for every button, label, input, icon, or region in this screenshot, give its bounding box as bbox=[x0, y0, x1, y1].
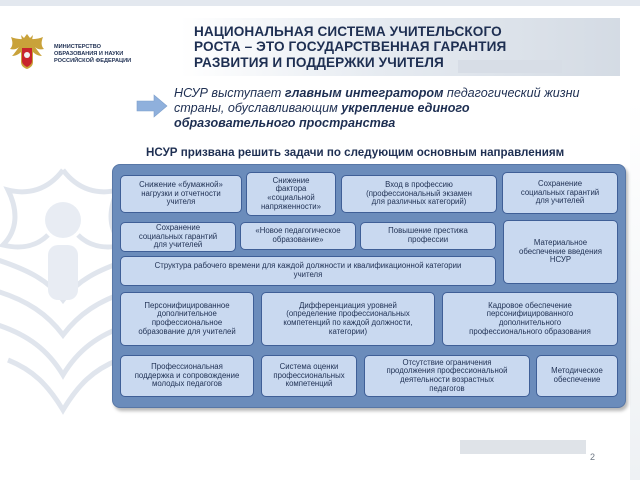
direction-label: «Новое педагогическое образование» bbox=[255, 226, 341, 244]
direction-label: Персонифицированное дополнительное профе… bbox=[138, 300, 236, 336]
direction-label: Снижение «бумажной» нагрузки и отчетност… bbox=[139, 179, 223, 207]
direction-label: Сохранение социальных гарантий для учите… bbox=[138, 222, 218, 250]
direction-label: Методическое обеспечение bbox=[551, 366, 603, 384]
directions-heading: НСУР призвана решить задачи по следующим… bbox=[146, 146, 565, 159]
page-number: 2 bbox=[590, 452, 596, 462]
direction-box: Повышение престижа профессии bbox=[360, 222, 496, 250]
direction-box: Персонифицированное дополнительное профе… bbox=[120, 292, 254, 346]
eagle-watermark-icon bbox=[0, 168, 134, 415]
lead-text: НСУР выступает bbox=[174, 86, 285, 100]
lead-emphasis: образовательного пространства bbox=[174, 115, 396, 130]
lead-line-2: страны, обуславливающим укрепление едино… bbox=[174, 101, 624, 116]
direction-box: «Новое педагогическое образование» bbox=[240, 222, 356, 250]
direction-box: Кадровое обеспечение персонифицированног… bbox=[442, 292, 618, 346]
right-arrow-icon bbox=[136, 94, 168, 118]
direction-label: Вход в профессию (профессиональный экзам… bbox=[366, 179, 472, 207]
direction-label: Кадровое обеспечение персонифицированног… bbox=[469, 300, 591, 336]
ministry-line-2: ОБРАЗОВАНИЯ И НАУКИ bbox=[54, 50, 124, 57]
direction-box: Система оценки профессиональных компетен… bbox=[261, 355, 357, 397]
direction-label: Профессиональная поддержка и сопровожден… bbox=[134, 361, 240, 389]
lead-line-3: образовательного пространства bbox=[174, 116, 624, 131]
direction-label: Повышение престижа профессии bbox=[388, 226, 468, 244]
direction-box: Снижение фактора «социальной напряженнос… bbox=[246, 172, 336, 216]
direction-label: Дифференциация уровней (определение проф… bbox=[283, 300, 413, 336]
direction-box: Сохранение социальных гарантий для учите… bbox=[502, 172, 618, 214]
direction-box: Структура рабочего времени для каждой до… bbox=[120, 256, 496, 286]
title-line-1: НАЦИОНАЛЬНАЯ СИСТЕМА УЧИТЕЛЬСКОГО bbox=[194, 24, 502, 39]
lead-statement: НСУР выступает главным интегратором педа… bbox=[174, 86, 624, 131]
ministry-line-3: РОССИЙСКОЙ ФЕДЕРАЦИИ bbox=[54, 57, 132, 64]
footer-band bbox=[460, 440, 586, 454]
slide-top-band bbox=[0, 0, 640, 6]
direction-box: Сохранение социальных гарантий для учите… bbox=[120, 222, 236, 252]
lead-emphasis: главным интегратором bbox=[284, 86, 444, 100]
direction-label: Отсутствие ограничения продолжения профе… bbox=[386, 357, 508, 393]
direction-box: Методическое обеспечение bbox=[536, 355, 618, 397]
direction-box: Вход в профессию (профессиональный экзам… bbox=[341, 175, 497, 213]
ministry-line-1: МИНИСТЕРСТВО bbox=[54, 44, 101, 50]
direction-label: Система оценки профессиональных компетен… bbox=[273, 361, 345, 389]
lead-emphasis: укрепление единого bbox=[341, 100, 470, 115]
ministry-name: МИНИСТЕРСТВО ОБРАЗОВАНИЯ И НАУКИ РОССИЙС… bbox=[54, 44, 158, 65]
lead-text: страны, обуславливающим bbox=[174, 100, 342, 115]
direction-label: Структура рабочего времени для каждой до… bbox=[154, 261, 462, 279]
title-line-2: РОСТА – ЭТО ГОСУДАРСТВЕННАЯ ГАРАНТИЯ bbox=[194, 39, 507, 55]
direction-label: Снижение фактора «социальной напряженнос… bbox=[261, 175, 321, 211]
slide-title: НАЦИОНАЛЬНАЯ СИСТЕМА УЧИТЕЛЬСКОГО РОСТА … bbox=[194, 24, 614, 70]
direction-label: Материальное обеспечение введения НСУР bbox=[519, 237, 602, 265]
ministry-logo: МИНИСТЕРСТВО ОБРАЗОВАНИЯ И НАУКИ РОССИЙС… bbox=[8, 32, 158, 82]
title-accent-bar bbox=[458, 60, 562, 73]
slide-right-shade bbox=[630, 100, 640, 480]
russian-coat-of-arms-icon bbox=[10, 34, 44, 69]
title-line-3: РАЗВИТИЯ И ПОДДЕРЖКИ УЧИТЕЛЯ bbox=[194, 54, 444, 70]
direction-box: Снижение «бумажной» нагрузки и отчетност… bbox=[120, 175, 242, 213]
direction-box: Отсутствие ограничения продолжения профе… bbox=[364, 355, 530, 397]
direction-label: Сохранение социальных гарантий для учите… bbox=[520, 178, 600, 206]
lead-line-1: НСУР выступает главным интегратором педа… bbox=[174, 86, 624, 101]
direction-box: Профессиональная поддержка и сопровожден… bbox=[120, 355, 254, 397]
direction-box: Дифференциация уровней (определение проф… bbox=[261, 292, 435, 346]
lead-text: педагогический жизни bbox=[443, 86, 580, 100]
direction-box: Материальное обеспечение введения НСУР bbox=[503, 220, 618, 284]
